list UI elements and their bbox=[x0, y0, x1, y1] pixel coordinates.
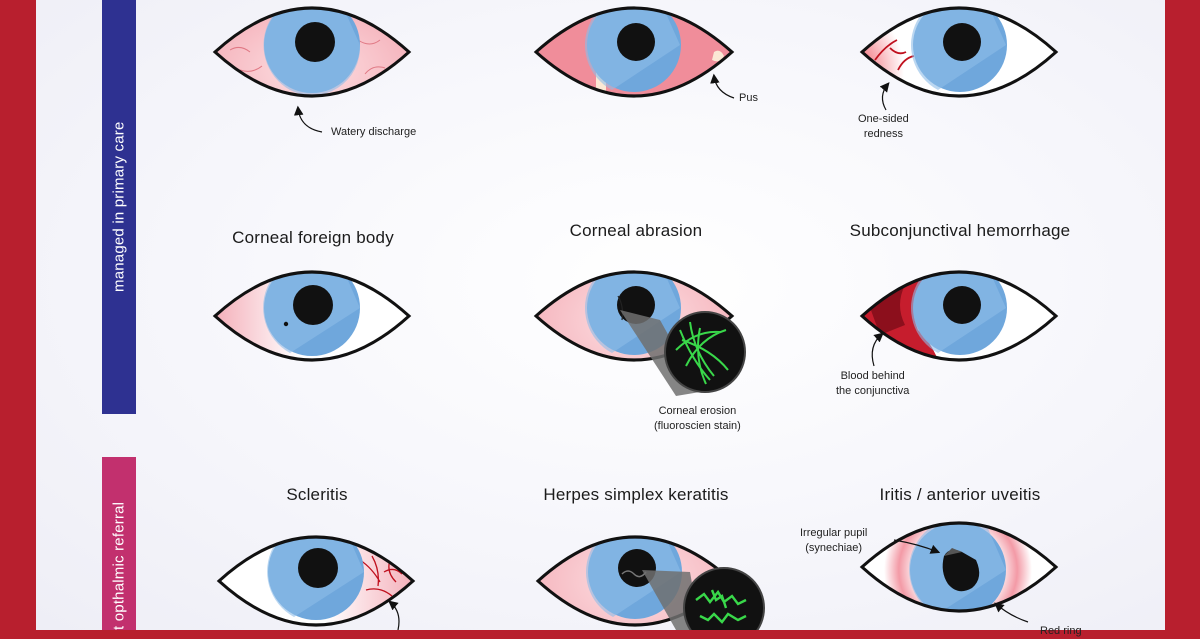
eye-herpes-simplex-keratitis bbox=[535, 535, 765, 630]
pus-note: Pus bbox=[739, 92, 758, 104]
one-sided-line-1: One-sided bbox=[858, 113, 909, 125]
eye-viral-conjunctivitis bbox=[212, 6, 412, 133]
title-corneal-foreign-body: Corneal foreign body bbox=[232, 228, 394, 247]
title-subconjunctival-hemorrhage: Subconjunctival hemorrhage bbox=[849, 221, 1071, 240]
blood-behind-note: Blood behind the conjunctiva bbox=[836, 369, 909, 399]
one-sided-redness-note: One-sided redness bbox=[858, 112, 909, 142]
eye-bacterial-conjunctivitis bbox=[533, 6, 735, 99]
blood-behind-line-2: the conjunctiva bbox=[836, 385, 910, 397]
title-iritis: Iritis / anterior uveitis bbox=[879, 485, 1041, 504]
eye-corneal-abrasion bbox=[533, 270, 746, 396]
irregular-pupil-line-2: (synechiae) bbox=[805, 542, 863, 554]
watery-discharge-note: Watery discharge bbox=[331, 126, 417, 138]
eye-corneal-foreign-body bbox=[212, 270, 412, 362]
corneal-erosion-note: Corneal erosion (fluoroscien stain) bbox=[654, 404, 741, 434]
corneal-erosion-line-2: (fluoroscien stain) bbox=[654, 420, 741, 432]
primary-care-sidebar: managed in primary care bbox=[102, 0, 136, 414]
title-corneal-abrasion: Corneal abrasion bbox=[569, 221, 703, 240]
one-sided-line-2: redness bbox=[863, 128, 903, 140]
blood-behind-line-1: Blood behind bbox=[840, 370, 905, 382]
corneal-erosion-line-1: Corneal erosion bbox=[658, 405, 737, 417]
title-herpes-simplex-keratitis: Herpes simplex keratitis bbox=[543, 485, 729, 504]
cut-off-note: Red ring bbox=[1040, 625, 1082, 637]
irregular-pupil-note: Irregular pupil (synechiae) bbox=[800, 526, 867, 556]
title-scleritis: Scleritis bbox=[286, 485, 348, 504]
eye-scleritis bbox=[216, 535, 416, 630]
referral-sidebar: t opthalmic referral bbox=[102, 457, 136, 630]
irregular-pupil-line-1: Irregular pupil bbox=[800, 527, 868, 539]
